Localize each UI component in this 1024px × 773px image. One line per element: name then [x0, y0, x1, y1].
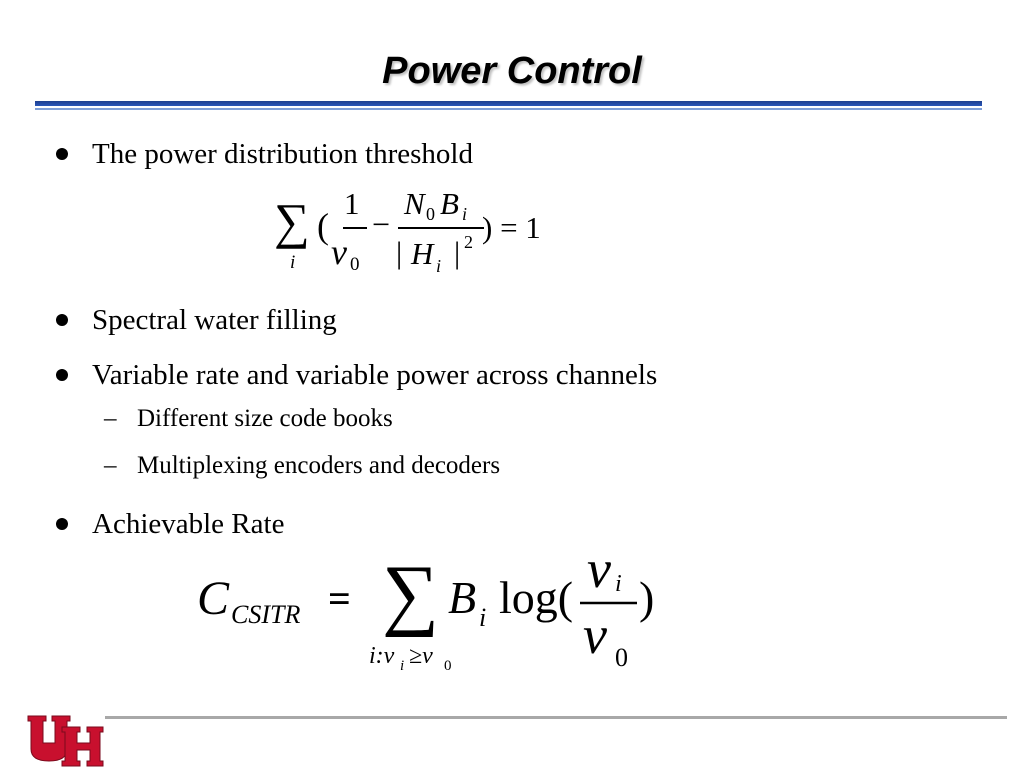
- sub-item: – Different size code books: [104, 404, 393, 434]
- title-divider: [35, 101, 982, 111]
- dash-bullet-icon: –: [104, 405, 117, 432]
- bullet-text: The power distribution threshold: [92, 138, 473, 170]
- bullet-dot-icon: [56, 314, 68, 326]
- uh-logo: [26, 713, 104, 773]
- bullet-text: Spectral water filling: [92, 304, 337, 336]
- uh-logo-icon: [27, 715, 104, 767]
- bullet-dot-icon: [56, 369, 68, 381]
- sub-item: – Multiplexing encoders and decoders: [104, 451, 500, 481]
- bullet-item: Achievable Rate: [56, 507, 284, 541]
- sum-symbol: ∑: [382, 550, 440, 638]
- bullet-text: Variable rate and variable power across …: [92, 359, 658, 391]
- footer-divider: [105, 716, 1007, 719]
- bullet-item: Spectral water filling: [56, 303, 337, 337]
- bullet-text: Achievable Rate: [92, 508, 285, 540]
- dash-bullet-icon: –: [104, 452, 117, 479]
- bullet-item: Variable rate and variable power across …: [56, 358, 657, 392]
- bullet-dot-icon: [56, 148, 68, 160]
- sub-item-text: Different size code books: [137, 405, 393, 432]
- threshold-equation: ∑ i ( 1 ν 0 − N 0 B i | H i | 2 ) = 1: [274, 186, 541, 276]
- achievable-rate-equation: C CSITR = ∑ i:ν i ≥ν 0 B i log( ν i ν 0 …: [197, 539, 655, 674]
- sum-symbol: ∑: [274, 193, 310, 249]
- slide-title: Power Control: [382, 50, 642, 92]
- bullet-item: The power distribution threshold: [56, 137, 473, 171]
- sub-item-text: Multiplexing encoders and decoders: [137, 452, 501, 479]
- bullet-dot-icon: [56, 518, 68, 530]
